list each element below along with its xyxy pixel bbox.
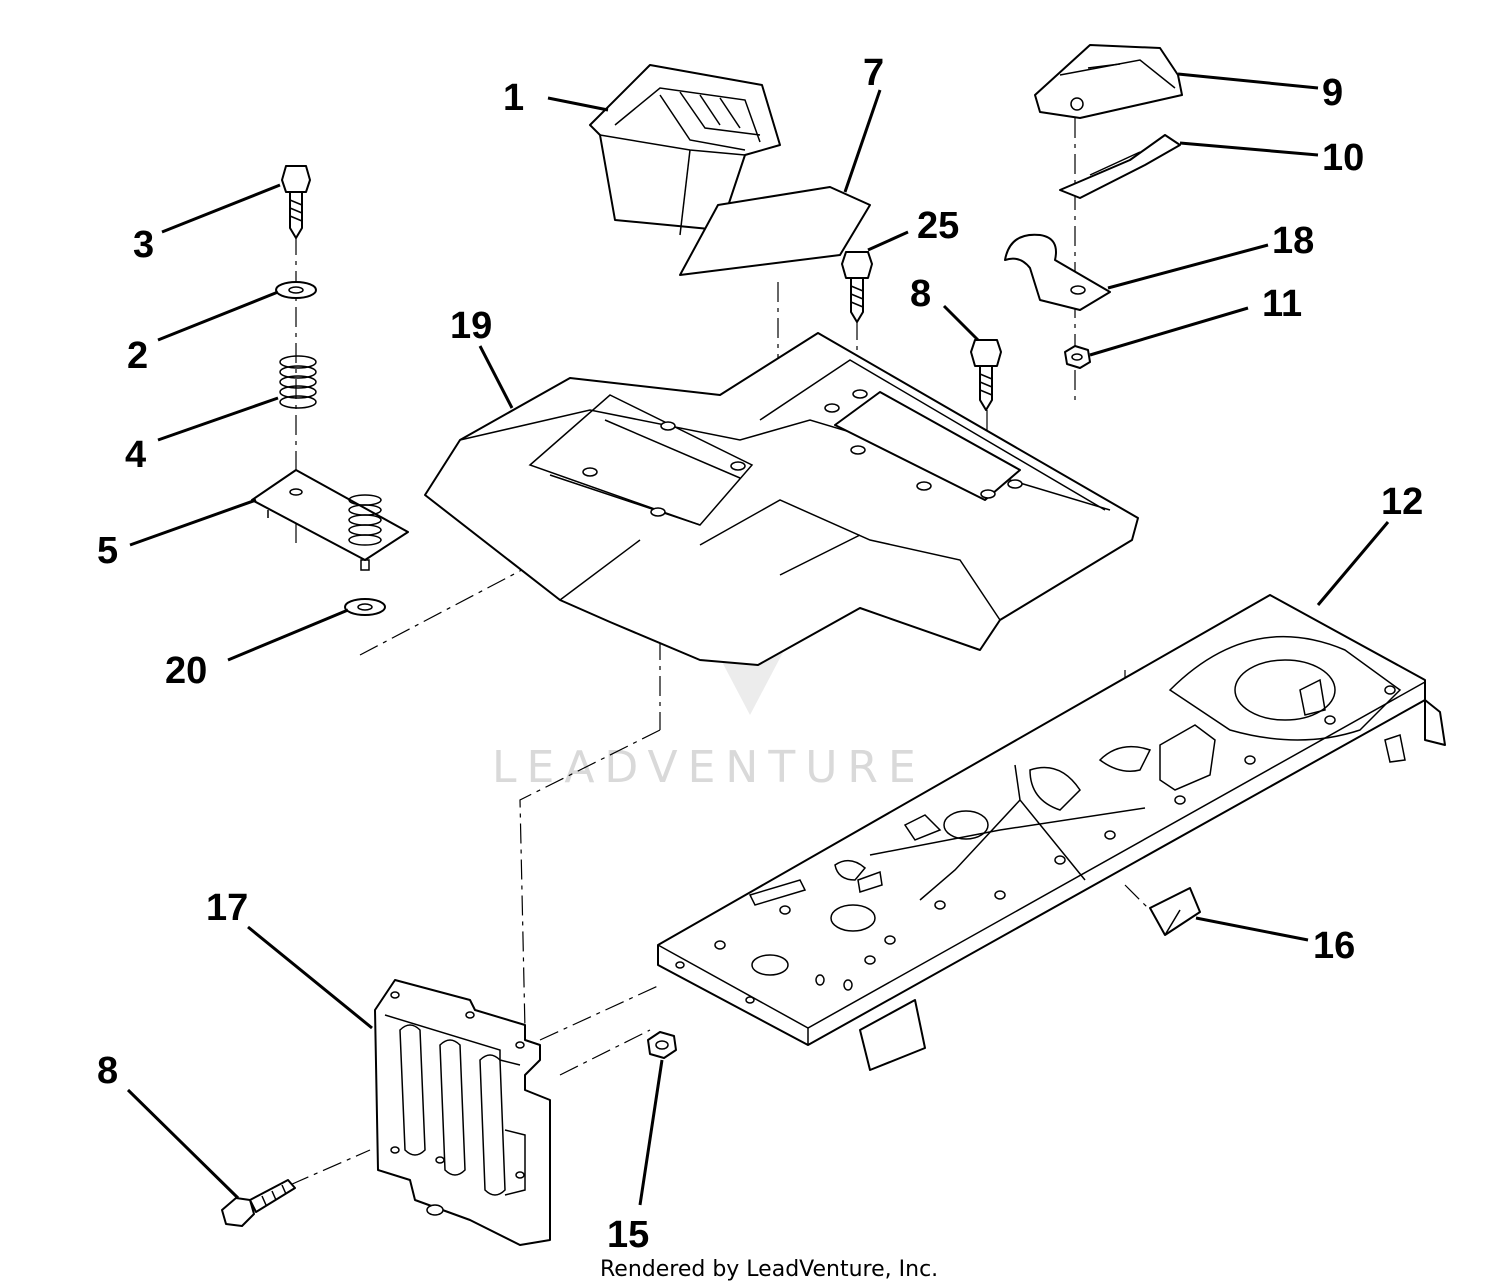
part-16-clip	[1149, 887, 1201, 936]
callout-1: 1	[503, 77, 524, 119]
callout-19: 19	[450, 305, 492, 347]
callout-11: 11	[1262, 283, 1302, 325]
callout-3: 3	[133, 224, 154, 266]
callout-15: 15	[607, 1214, 649, 1256]
part-18-bracket	[1004, 233, 1111, 311]
callout-18: 18	[1272, 220, 1314, 262]
watermark-text: LEADVENTURE	[492, 742, 926, 793]
callout-16: 16	[1313, 925, 1355, 967]
part-20-washer	[344, 598, 386, 616]
callout-17: 17	[206, 887, 248, 929]
part-11-nut	[1064, 345, 1091, 369]
callout-10: 10	[1322, 137, 1364, 179]
part-1-cup-holder	[589, 64, 781, 236]
callout-2: 2	[127, 335, 148, 377]
callouts: 1 7 9 10 25 18 3 8 11 2 19 4 5 20 12 17 …	[97, 52, 1423, 1256]
part-8-bolt-upper	[970, 339, 1002, 411]
callout-7: 7	[863, 52, 884, 94]
callout-9: 9	[1322, 72, 1343, 114]
part-19-fender	[424, 332, 1139, 666]
part-8-bolt-lower	[221, 1179, 296, 1227]
footer-credit: Rendered by LeadVenture, Inc.	[600, 1257, 938, 1282]
part-15-nut	[647, 1031, 677, 1059]
part-9-cover	[1034, 44, 1183, 119]
part-7-decal	[679, 186, 871, 276]
leader-lines	[126, 72, 1390, 1206]
callout-8-upper: 8	[910, 273, 931, 315]
part-2-washer	[275, 281, 317, 299]
callout-8-lower: 8	[97, 1050, 118, 1092]
part-3-bolt	[281, 165, 311, 239]
callout-25: 25	[917, 205, 959, 247]
part-17-bracket	[374, 979, 551, 1246]
part-5-plate	[251, 469, 409, 571]
callout-12: 12	[1381, 481, 1423, 523]
part-4-spring	[279, 355, 317, 409]
part-25-bolt	[841, 251, 873, 323]
callout-5: 5	[97, 530, 118, 572]
callout-4: 4	[125, 434, 146, 476]
callout-20: 20	[165, 650, 207, 692]
part-10-plate	[1059, 134, 1181, 199]
part-12-frame	[657, 594, 1446, 1071]
